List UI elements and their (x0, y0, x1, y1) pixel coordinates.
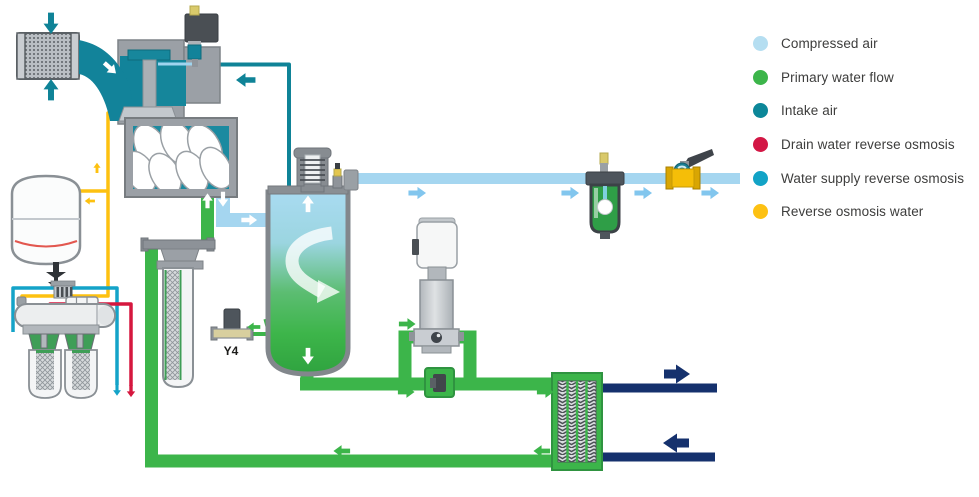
drain-arrow-down-icon (126, 385, 136, 398)
ro-water-arrows (84, 162, 101, 205)
heat-exchanger (551, 372, 603, 471)
legend-dot-drain-water (753, 137, 768, 153)
water-supply-arrow-down-icon (113, 384, 121, 396)
water-filter (140, 237, 216, 389)
condensate-separator (585, 152, 625, 239)
legend-item: Water supply reverse osmosis (753, 161, 979, 195)
y4-label: Y4 (224, 344, 239, 358)
legend-dot-intake-air (753, 103, 768, 119)
arrow-right-icon (398, 318, 416, 330)
legend-item: Drain water reverse osmosis (753, 128, 979, 162)
pressure-sensor (332, 163, 343, 189)
arrow-down-icon (43, 12, 59, 34)
arrow-right-icon (561, 186, 580, 200)
arrow-right-icon (634, 186, 653, 200)
legend-item: Compressed air (753, 27, 979, 61)
legend-label: Drain water reverse osmosis (781, 137, 955, 153)
water-pump (409, 217, 464, 354)
arrow-right-icon (664, 364, 690, 384)
screw-element (124, 117, 238, 198)
legend-label: Primary water flow (781, 69, 894, 85)
cooling-water-lines (598, 383, 717, 462)
legend: Compressed air Primary water flow Intake… (753, 27, 979, 229)
arrow-left-icon (663, 433, 689, 453)
arrow-up-icon (43, 79, 59, 101)
legend-dot-ro-water (753, 204, 768, 220)
pressure-tank (10, 174, 82, 294)
reverse-osmosis-unit (14, 280, 116, 399)
legend-label: Intake air (781, 103, 838, 119)
ro-filter-heads (28, 333, 96, 351)
unloader-solenoid-valve (184, 5, 219, 67)
separator-vessel (265, 185, 351, 377)
arrow-left-icon (84, 197, 95, 205)
legend-dot-primary-water (753, 69, 768, 85)
legend-dot-compressed-air (753, 36, 768, 52)
swirl-arrow (285, 226, 333, 298)
legend-dot-water-supply (753, 170, 768, 186)
minimum-pressure-valve (293, 147, 332, 193)
legend-item: Intake air (753, 94, 979, 128)
air-intake-filter (16, 32, 80, 80)
screw-rotors (133, 126, 229, 189)
thermostatic-valve (424, 367, 455, 398)
legend-label: Compressed air (781, 36, 878, 52)
cooling-water-arrows (663, 364, 690, 453)
legend-label: Water supply reverse osmosis (781, 170, 965, 186)
arrow-left-icon (236, 73, 256, 87)
ro-filter-bowls (28, 349, 98, 399)
ro-membrane-housing (14, 296, 116, 328)
y4-solenoid-valve: Y4 (210, 308, 254, 358)
legend-label: Reverse osmosis water (781, 204, 924, 220)
ball-valve (665, 149, 714, 190)
legend-item: Primary water flow (753, 61, 979, 95)
arrow-up-icon (93, 162, 101, 173)
legend-item: Reverse osmosis water (753, 195, 979, 229)
intake-duct (79, 40, 132, 121)
ro-manifold (22, 324, 100, 335)
ro-inline-fitting (50, 280, 76, 299)
vessel-outlet-elbow (343, 169, 359, 191)
arrow-right-icon (701, 186, 720, 200)
arrow-right-icon (408, 186, 427, 200)
